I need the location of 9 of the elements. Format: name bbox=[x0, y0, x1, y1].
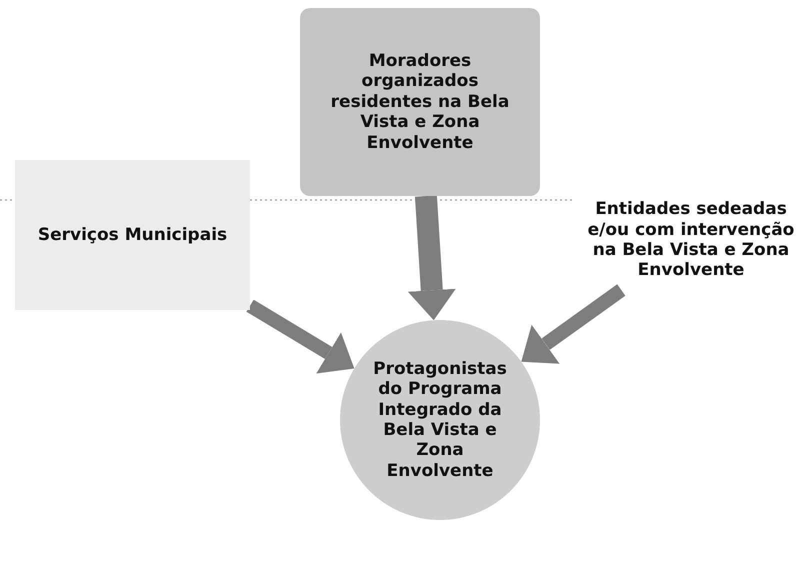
node-label: Entidades sedeadas e/ou com intervenção na Bela Vista e Zona Envolvente bbox=[586, 199, 796, 281]
process-box bbox=[300, 8, 540, 196]
node-label: Moradores organizados residentes na Bela Vista e Zona Envolvente bbox=[330, 51, 510, 153]
node-label: Protagonistas do Programa Integrado da Bela Vista e Zona Envolvente bbox=[372, 358, 508, 482]
block-arrow bbox=[521, 284, 626, 364]
process-box bbox=[15, 160, 250, 310]
block-arrow bbox=[408, 195, 456, 320]
block-arrow bbox=[246, 300, 354, 374]
node-label: Serviços Municipais bbox=[38, 224, 228, 246]
